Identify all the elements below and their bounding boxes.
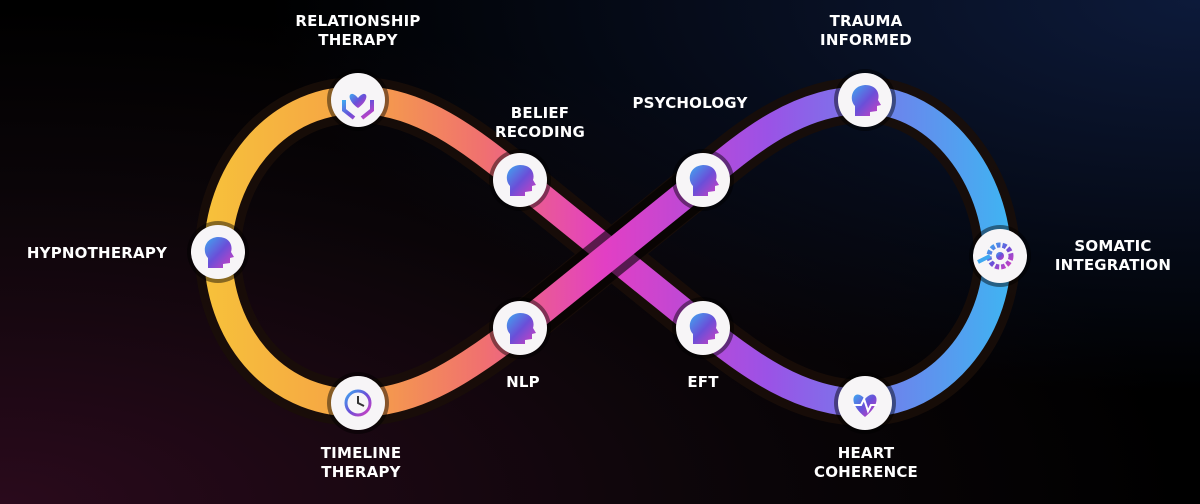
label-line: TIMELINE bbox=[320, 444, 402, 462]
label-line: INFORMED bbox=[820, 31, 912, 49]
head-gears-icon bbox=[506, 313, 536, 344]
label-hypnotherapy: HYPNOTHERAPY bbox=[27, 244, 167, 263]
head-heart-icon bbox=[506, 165, 536, 196]
label-line: SOMATIC bbox=[1074, 237, 1152, 255]
node-timeline bbox=[327, 372, 389, 434]
label-line: TRAUMA bbox=[829, 12, 903, 30]
node-somatic bbox=[969, 225, 1031, 287]
head-spiral-icon bbox=[204, 237, 234, 268]
label-line: HEART bbox=[837, 444, 895, 462]
label-line: NLP bbox=[506, 373, 540, 391]
node-relationship bbox=[327, 69, 389, 131]
node-trauma bbox=[834, 69, 896, 131]
heart-pulse-icon bbox=[853, 394, 877, 417]
node-psychology bbox=[672, 149, 734, 211]
label-line: COHERENCE bbox=[814, 463, 918, 481]
head-brain-icon bbox=[689, 165, 719, 196]
label-line: THERAPY bbox=[318, 31, 398, 49]
label-line: BELIEF bbox=[510, 104, 570, 122]
label-psychology: PSYCHOLOGY bbox=[632, 94, 747, 113]
crossing-band bbox=[506, 165, 717, 343]
label-eft: EFT bbox=[687, 373, 718, 392]
node-heart bbox=[834, 372, 896, 434]
clock-history-icon bbox=[344, 389, 372, 417]
label-line: INTEGRATION bbox=[1054, 256, 1172, 274]
node-belief bbox=[489, 149, 551, 211]
node-nlp bbox=[489, 297, 551, 359]
label-line: THERAPY bbox=[321, 463, 401, 481]
head-bandage-icon bbox=[851, 85, 881, 116]
label-line: PSYCHOLOGY bbox=[632, 94, 748, 112]
hands-heart-icon bbox=[342, 93, 374, 120]
label-nlp: NLP bbox=[506, 373, 540, 392]
label-line: EFT bbox=[687, 373, 719, 391]
label-line: RECODING bbox=[494, 123, 586, 141]
label-line: HYPNOTHERAPY bbox=[26, 244, 168, 262]
label-line: RELATIONSHIP bbox=[295, 12, 421, 30]
node-hypnotherapy bbox=[187, 221, 249, 283]
node-eft bbox=[672, 297, 734, 359]
gear-arrow-icon bbox=[977, 242, 1014, 270]
head-gear-icon bbox=[689, 313, 719, 344]
